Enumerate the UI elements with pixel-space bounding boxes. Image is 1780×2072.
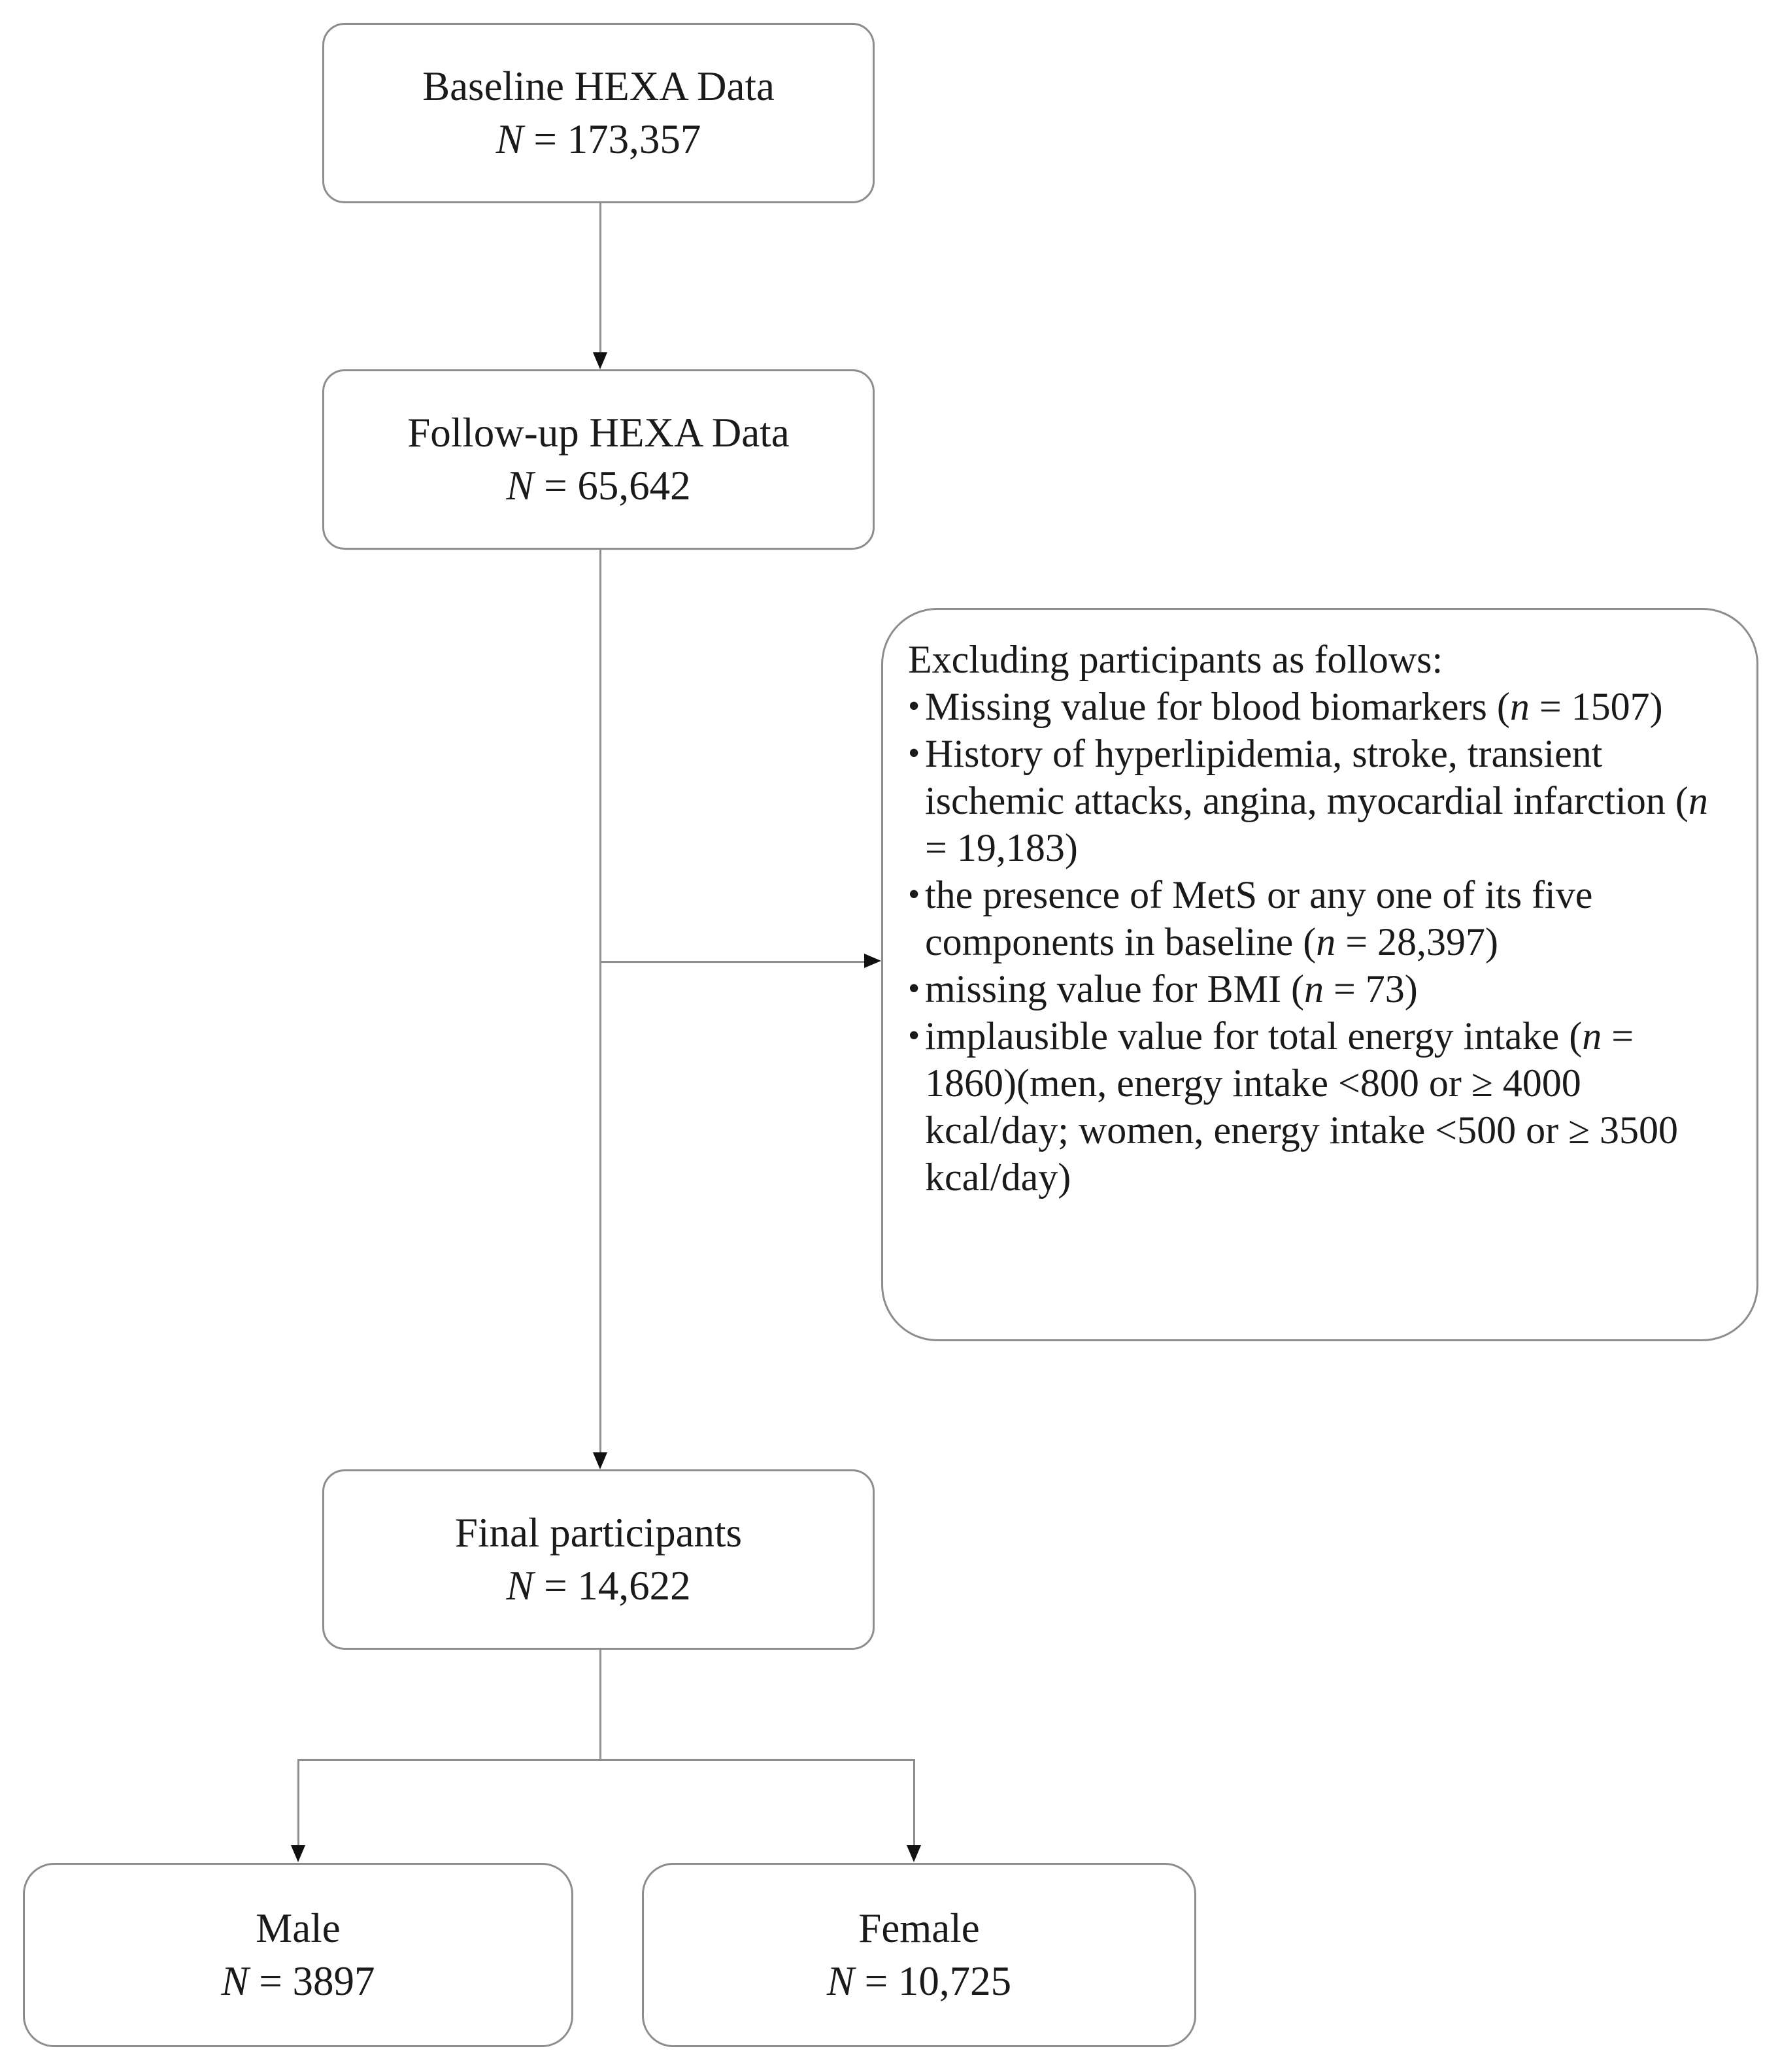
exclusion-item-text-after: = 28,397) [1335,920,1499,963]
node-exclusion-criteria: Excluding participants as follows: Missi… [881,608,1758,1341]
node-female-n-symbol: N [826,1958,854,2004]
node-male-label: Male [256,1905,341,1952]
node-followup-hexa-data: Follow-up HEXA Data N = 65,642 [322,369,875,550]
node-final-label: Final participants [454,1510,743,1556]
node-female-n-value: 10,725 [898,1958,1012,2004]
node-female-label: Female [858,1905,980,1952]
exclusion-item-text-after: = 73) [1323,967,1418,1011]
node-followup-n-symbol: N [506,463,534,509]
node-female: Female N = 10,725 [642,1863,1196,2047]
node-followup-label: Follow-up HEXA Data [407,410,790,456]
node-male-count: N = 3897 [221,1955,375,2008]
connector-final-split-stem [599,1650,601,1760]
connector-baseline-to-followup [599,203,601,352]
node-final-n-equals: = [533,1563,578,1609]
exclusion-item-text-before: Missing value for blood biomarkers ( [925,685,1510,728]
node-final-count: N = 14,622 [506,1560,690,1612]
exclusion-item-n-symbol: n [1688,779,1708,822]
node-baseline-hexa-data: Baseline HEXA Data N = 173,357 [322,23,875,203]
exclusion-item-missing-biomarkers: Missing value for blood biomarkers (n = … [908,683,1734,730]
node-final-n-symbol: N [506,1563,534,1609]
node-baseline-count: N = 173,357 [496,113,701,166]
node-male-n-symbol: N [221,1958,249,2004]
arrowhead-spine-to-exclusions [864,954,881,968]
exclusion-item-mets-baseline: the presence of MetS or any one of its f… [908,871,1734,965]
exclusion-item-cvd-history: History of hyperlipidemia, stroke, trans… [908,730,1734,871]
node-followup-n-equals: = [533,463,578,509]
exclusion-item-n-symbol: n [1582,1014,1602,1058]
exclusion-item-n-symbol: n [1316,920,1336,963]
arrowhead-split-to-female [907,1845,921,1862]
exclusion-item-text-after: = 1507) [1529,685,1663,728]
node-male-n-value: 3897 [292,1958,375,2004]
node-followup-n-value: 65,642 [577,463,691,509]
connector-followup-to-final [599,550,601,1452]
exclusion-item-text-before: missing value for BMI ( [925,967,1304,1011]
exclusion-item-text-after: = 1860)(men, energy intake <800 or ≥ 400… [925,1014,1679,1199]
node-final-participants: Final participants N = 14,622 [322,1469,875,1650]
node-male: Male N = 3897 [23,1863,573,2047]
node-baseline-n-equals: = [523,116,567,162]
exclusions-heading: Excluding participants as follows: [908,638,1443,681]
node-female-n-equals: = [854,1958,898,2004]
exclusion-item-text-after: = 19,183) [925,826,1078,869]
node-baseline-n-symbol: N [495,116,524,162]
connector-final-split-bar [297,1759,915,1761]
arrowhead-split-to-male [291,1845,305,1862]
arrowhead-baseline-to-followup [593,352,607,369]
exclusion-item-n-symbol: n [1509,685,1530,728]
connector-split-to-male [297,1759,299,1845]
node-followup-count: N = 65,642 [506,460,690,512]
exclusion-item-text-before: implausible value for total energy intak… [925,1014,1583,1058]
exclusion-item-implausible-energy: implausible value for total energy intak… [908,1012,1734,1201]
node-male-n-equals: = [248,1958,293,2004]
node-baseline-label: Baseline HEXA Data [422,63,775,110]
connector-split-to-female [913,1759,915,1845]
arrowhead-followup-to-final [593,1452,607,1469]
exclusion-item-text-before: History of hyperlipidemia, stroke, trans… [925,732,1688,822]
exclusion-item-missing-bmi: missing value for BMI (n = 73) [908,965,1734,1012]
exclusions-list: Missing value for blood biomarkers (n = … [908,683,1734,1201]
node-female-count: N = 10,725 [827,1955,1011,2008]
connector-spine-to-exclusions [600,961,864,963]
exclusion-item-text-before: the presence of MetS or any one of its f… [925,873,1593,963]
node-final-n-value: 14,622 [577,1563,691,1609]
node-baseline-n-value: 173,357 [567,116,701,162]
exclusion-item-n-symbol: n [1303,967,1324,1011]
